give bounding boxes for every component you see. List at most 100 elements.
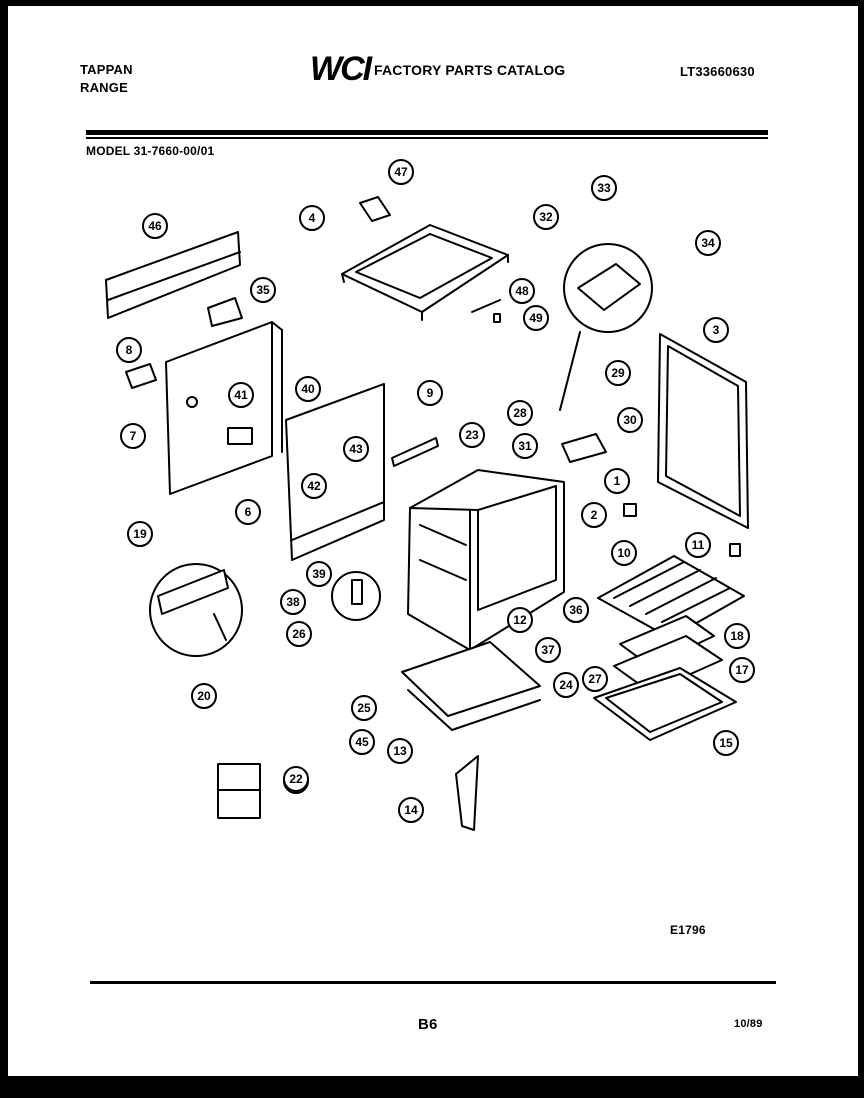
page-number: B6 xyxy=(418,1016,438,1033)
part-oven-rack xyxy=(597,555,745,639)
callout-label: 29 xyxy=(611,366,625,380)
part-oven-frame xyxy=(407,469,565,651)
part-leg-11 xyxy=(729,543,741,557)
callout-19: 19 xyxy=(127,521,153,547)
callout-label: 12 xyxy=(513,613,527,627)
callout-39: 39 xyxy=(306,561,332,587)
callout-13: 13 xyxy=(387,738,413,764)
callout-18: 18 xyxy=(724,623,750,649)
callout-label: 46 xyxy=(148,219,162,233)
callout-label: 2 xyxy=(591,508,598,522)
callout-26: 26 xyxy=(286,621,312,647)
callout-label: 8 xyxy=(126,343,133,357)
callout-49: 49 xyxy=(523,305,549,331)
callout-label: 15 xyxy=(719,736,733,750)
callout-10: 10 xyxy=(611,540,637,566)
callout-label: 1 xyxy=(614,474,621,488)
callout-41: 41 xyxy=(228,382,254,408)
callout-11: 11 xyxy=(685,532,711,558)
callout-23: 23 xyxy=(459,422,485,448)
callout-9: 9 xyxy=(417,380,443,406)
inset-circle-19-20 xyxy=(149,563,243,657)
callout-7: 7 xyxy=(120,423,146,449)
callout-label: 37 xyxy=(541,643,555,657)
callout-label: 14 xyxy=(404,803,418,817)
part-bracket-31 xyxy=(561,433,607,463)
callout-27: 27 xyxy=(582,666,608,692)
product-type: RANGE xyxy=(80,80,128,95)
callout-label: 6 xyxy=(245,505,252,519)
callout-label: 25 xyxy=(357,701,371,715)
callout-1: 1 xyxy=(604,468,630,494)
callout-label: 47 xyxy=(394,165,408,179)
callout-25: 25 xyxy=(351,695,377,721)
callout-47: 47 xyxy=(388,159,414,185)
callout-33: 33 xyxy=(591,175,617,201)
callout-label: 45 xyxy=(355,735,369,749)
callout-label: 40 xyxy=(301,382,315,396)
callout-45: 45 xyxy=(349,729,375,755)
part-broiler-drawer xyxy=(401,641,541,731)
callout-label: 48 xyxy=(515,284,529,298)
callout-37: 37 xyxy=(535,637,561,663)
callout-label: 24 xyxy=(559,678,573,692)
callout-36: 36 xyxy=(563,597,589,623)
part-back-panel xyxy=(165,321,283,495)
callout-24: 24 xyxy=(553,672,579,698)
part-bracket-35 xyxy=(207,297,243,327)
callout-34: 34 xyxy=(695,230,721,256)
callout-label: 38 xyxy=(286,595,300,609)
callout-label: 9 xyxy=(427,386,434,400)
catalog-title: FACTORY PARTS CATALOG xyxy=(374,62,566,78)
callout-2: 2 xyxy=(581,502,607,528)
catalog-number: LT33660630 xyxy=(680,64,755,79)
callout-label: 26 xyxy=(292,627,306,641)
callout-label: 3 xyxy=(713,323,720,337)
callout-4: 4 xyxy=(299,205,325,231)
callout-15: 15 xyxy=(713,730,739,756)
header-rule-thin xyxy=(86,137,768,139)
callout-20: 20 xyxy=(191,683,217,709)
callout-label: 34 xyxy=(701,236,715,250)
inset-circle-32-34 xyxy=(559,243,653,411)
callout-label: 28 xyxy=(513,406,527,420)
callout-label: 11 xyxy=(692,538,705,552)
part-top-trim xyxy=(105,231,241,319)
callout-8: 8 xyxy=(116,337,142,363)
callout-label: 18 xyxy=(730,629,744,643)
callout-40: 40 xyxy=(295,376,321,402)
callout-43: 43 xyxy=(343,436,369,462)
callout-label: 10 xyxy=(617,546,631,560)
callout-label: 20 xyxy=(197,689,211,703)
callout-31: 31 xyxy=(512,433,538,459)
callout-label: 23 xyxy=(465,428,479,442)
revision-date: 10/89 xyxy=(734,1018,763,1030)
callout-label: 27 xyxy=(588,672,602,686)
callout-label: 43 xyxy=(349,442,363,456)
callout-label: 30 xyxy=(623,413,637,427)
footer-rule xyxy=(90,981,776,984)
part-side-panel xyxy=(285,383,385,561)
callout-label: 17 xyxy=(735,663,749,677)
callout-label: 35 xyxy=(256,283,270,297)
callout-label: 49 xyxy=(529,311,543,325)
callout-32: 32 xyxy=(533,204,559,230)
diagram-code: E1796 xyxy=(670,923,706,937)
callout-46: 46 xyxy=(142,213,168,239)
part-strip-9 xyxy=(391,437,439,467)
callout-label: 22 xyxy=(289,772,303,786)
part-knob-1 xyxy=(623,503,637,517)
part-clip-48-49 xyxy=(471,299,501,323)
inset-circle-26-39 xyxy=(331,571,381,621)
callout-label: 39 xyxy=(312,567,326,581)
header-rule-thick xyxy=(86,130,768,135)
model-number: MODEL 31-7660-00/01 xyxy=(86,144,215,158)
brand-name: TAPPAN xyxy=(80,62,133,77)
callout-label: 41 xyxy=(234,388,248,402)
part-label-8 xyxy=(125,363,157,389)
callout-label: 42 xyxy=(307,479,321,493)
part-labels-22-23 xyxy=(217,763,261,819)
callout-38: 38 xyxy=(280,589,306,615)
callout-35: 35 xyxy=(250,277,276,303)
